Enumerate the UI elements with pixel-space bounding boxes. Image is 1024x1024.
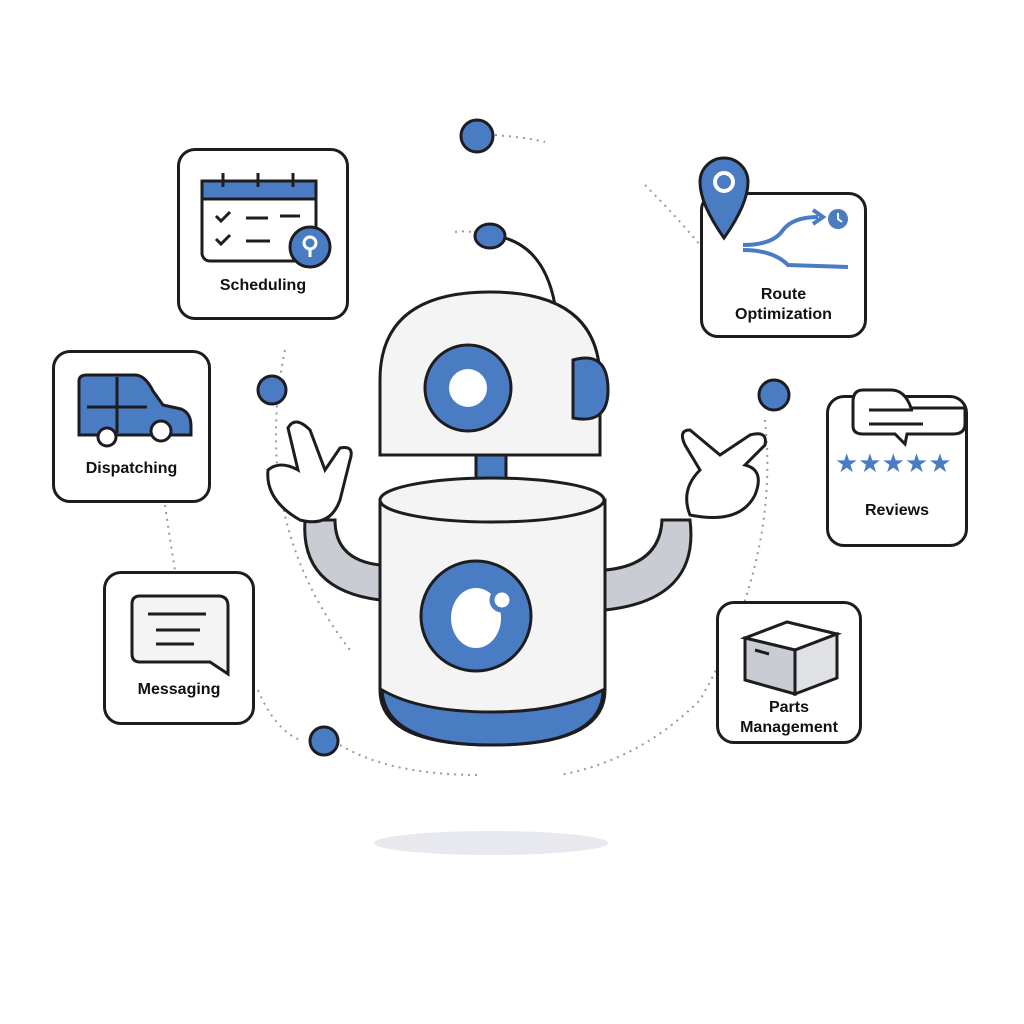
robot xyxy=(266,222,767,747)
left-hand xyxy=(266,420,353,524)
star-rating-icon: ★★★★★ xyxy=(835,388,965,479)
orbit-dash xyxy=(257,689,301,741)
feature-label: Scheduling xyxy=(219,277,307,294)
feature-label: Messaging xyxy=(137,681,221,698)
svg-text:★★★★★: ★★★★★ xyxy=(835,449,952,479)
feature-label: Dispatching xyxy=(85,460,178,477)
map-pin-icon xyxy=(698,156,750,241)
route-icon xyxy=(742,208,849,269)
robot-shadow xyxy=(374,831,608,855)
ear xyxy=(571,356,610,421)
van-icon xyxy=(77,373,193,448)
orbit-dot xyxy=(757,378,791,412)
orbit-dash xyxy=(164,504,176,571)
orbit-dot xyxy=(459,118,495,154)
right-hand xyxy=(680,428,767,519)
feature-card-reviews: ★★★★★ Reviews xyxy=(826,388,968,547)
feature-label: Reviews xyxy=(864,502,930,519)
antenna-ball xyxy=(473,222,507,250)
box-icon xyxy=(739,620,843,697)
feature-card-dispatching: Dispatching xyxy=(52,350,211,503)
orbit-dot xyxy=(308,725,340,757)
feature-card-scheduling: Scheduling xyxy=(177,148,349,320)
calendar-icon xyxy=(200,173,332,269)
orbit-dash xyxy=(494,134,546,143)
orbit-dot xyxy=(256,374,288,406)
feature-card-messaging: Messaging xyxy=(103,571,255,725)
orbit-dash xyxy=(339,744,481,776)
chat-bubble-icon xyxy=(130,594,230,677)
